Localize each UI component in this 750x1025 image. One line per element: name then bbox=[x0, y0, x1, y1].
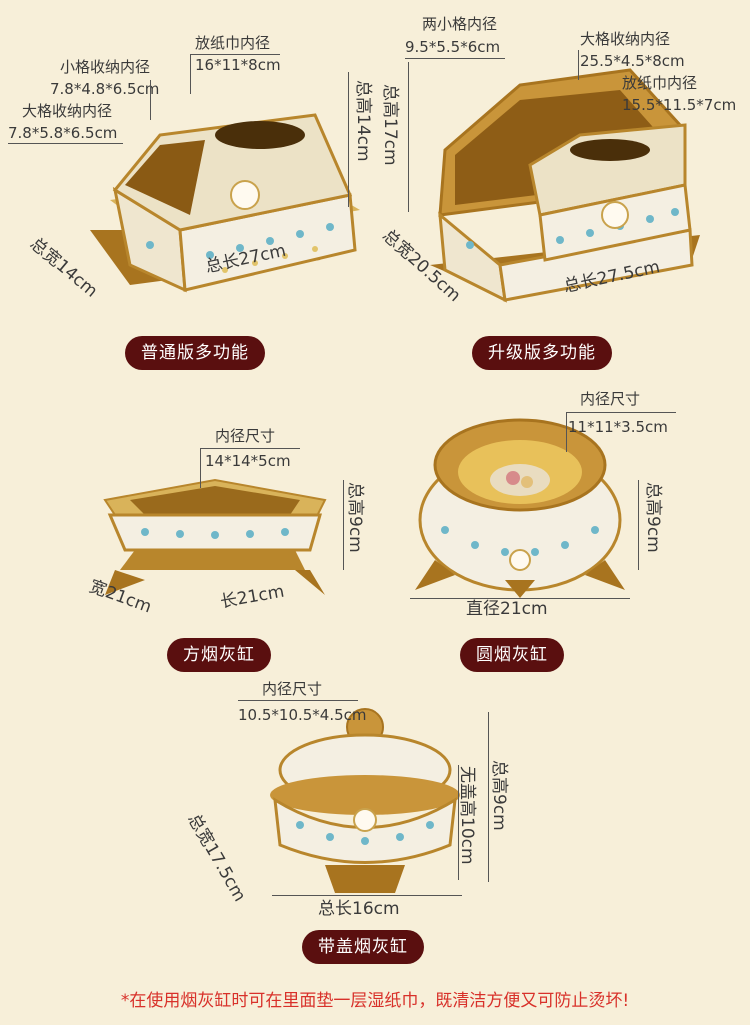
lidded-width: 总宽17.5cm bbox=[183, 810, 250, 906]
square-inner-title: 内径尺寸 bbox=[215, 427, 276, 445]
square-inner-value: 14*14*5cm bbox=[205, 452, 291, 470]
round-height: 总高9cm bbox=[643, 482, 663, 553]
round-diameter: 直径21cm bbox=[466, 599, 548, 619]
std-large-dim-value: 7.8*5.8*6.5cm bbox=[8, 124, 118, 142]
round-inner-value: 11*11*3.5cm bbox=[568, 418, 668, 436]
upg-large-value: 25.5*4.5*8cm bbox=[580, 52, 685, 70]
upg-two-small-value: 9.5*5.5*6cm bbox=[405, 38, 501, 56]
upg-large-title: 大格收纳内径 bbox=[580, 30, 671, 48]
upgraded-tissue-label: 升级版多功能 bbox=[472, 336, 612, 370]
lidded-height: 总高9cm bbox=[489, 760, 509, 831]
round-ashtray-image bbox=[415, 418, 625, 598]
std-tissue-dim-value: 16*11*8cm bbox=[195, 56, 281, 74]
std-small-dim-title: 小格收纳内径 bbox=[60, 58, 151, 76]
lidded-ashtray-label: 带盖烟灰缸 bbox=[302, 930, 424, 964]
usage-footnote: *在使用烟灰缸时可在里面垫一层湿纸巾，既清洁方便又可防止烫坏! bbox=[120, 991, 630, 1011]
square-height: 总高9cm bbox=[345, 482, 365, 553]
round-ashtray-label: 圆烟灰缸 bbox=[460, 638, 564, 672]
lidded-length: 总长16cm bbox=[318, 899, 400, 919]
lidded-inner-value: 10.5*10.5*4.5cm bbox=[238, 706, 367, 724]
std-small-dim-value: 7.8*4.8*6.5cm bbox=[50, 80, 160, 98]
std-large-dim-title: 大格收纳内径 bbox=[22, 102, 113, 120]
std-height: 总高14cm bbox=[353, 80, 373, 162]
square-ashtray-image bbox=[103, 478, 327, 595]
std-tissue-dim-title: 放纸巾内径 bbox=[195, 34, 271, 52]
standard-tissue-label: 普通版多功能 bbox=[125, 336, 265, 370]
lidded-inner-title: 内径尺寸 bbox=[262, 680, 323, 698]
upg-tissue-value: 15.5*11.5*7cm bbox=[622, 96, 737, 114]
lidded-ashtray-image bbox=[270, 708, 460, 893]
upgraded-tissue-box-image bbox=[430, 68, 700, 303]
lidded-height-no-lid: 无盖高10cm bbox=[457, 766, 477, 865]
upg-height: 总高17cm bbox=[380, 84, 400, 166]
square-ashtray-label: 方烟灰缸 bbox=[167, 638, 271, 672]
upg-two-small-title: 两小格内径 bbox=[422, 15, 498, 33]
upg-tissue-title: 放纸巾内径 bbox=[622, 74, 698, 92]
standard-tissue-box-image bbox=[90, 113, 360, 293]
round-inner-title: 内径尺寸 bbox=[580, 390, 641, 408]
